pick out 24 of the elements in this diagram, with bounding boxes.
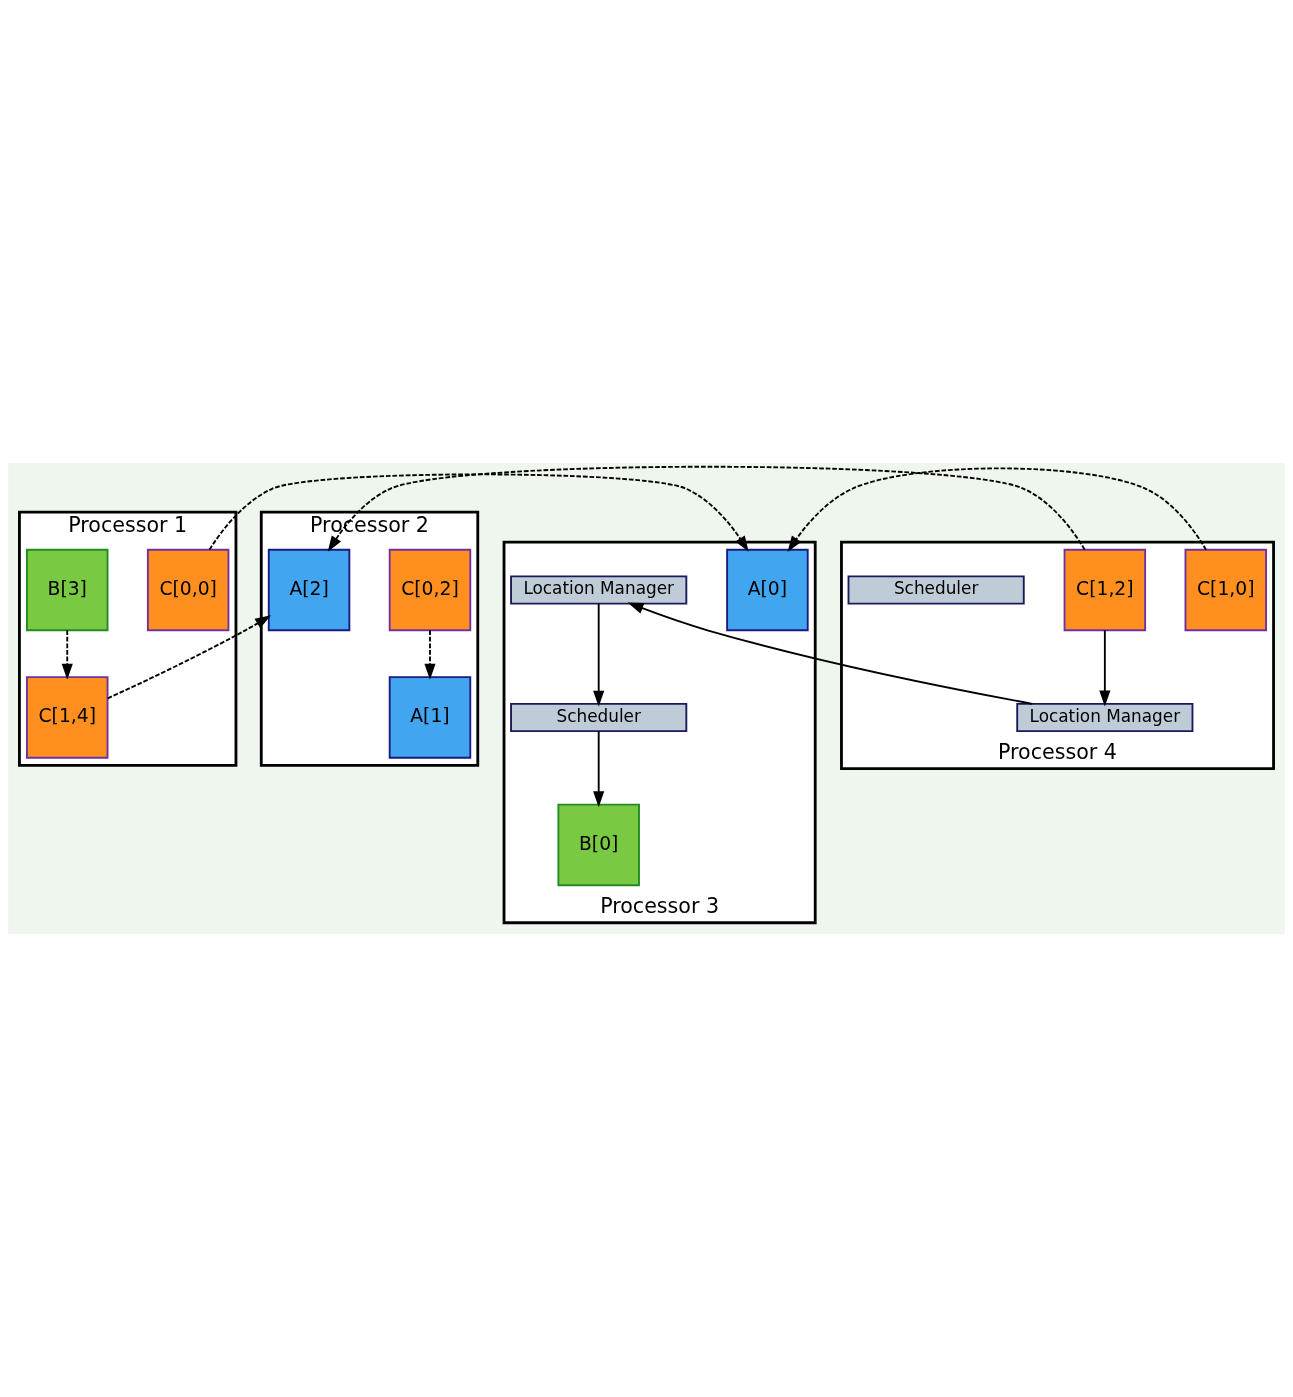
node-box: B[0] [557, 803, 640, 887]
node-box: Location Manager [510, 575, 688, 605]
arrow [627, 602, 1034, 705]
arrow [593, 603, 605, 707]
arrow [61, 629, 73, 680]
node-box: C[1,2] [1063, 548, 1147, 632]
node-box: C[1,4] [26, 676, 109, 759]
node-box: C[0,0] [146, 548, 230, 632]
node-box: A[2] [267, 548, 351, 632]
arrow [106, 615, 272, 700]
node-box: A[0] [726, 548, 809, 632]
arrow [593, 730, 605, 808]
node-box: A[1] [388, 676, 472, 759]
node-box: C[0,2] [388, 548, 472, 632]
arrow [327, 465, 1086, 552]
node-box: C[1,0] [1184, 548, 1267, 632]
node-box: Location Manager [1016, 702, 1194, 732]
node-box: Scheduler [510, 702, 688, 732]
node-box: B[3] [26, 548, 109, 632]
arrow [424, 629, 436, 680]
node-box: Scheduler [847, 575, 1025, 605]
arrow [787, 467, 1207, 552]
arrow [208, 473, 749, 552]
arrow [1099, 629, 1111, 707]
